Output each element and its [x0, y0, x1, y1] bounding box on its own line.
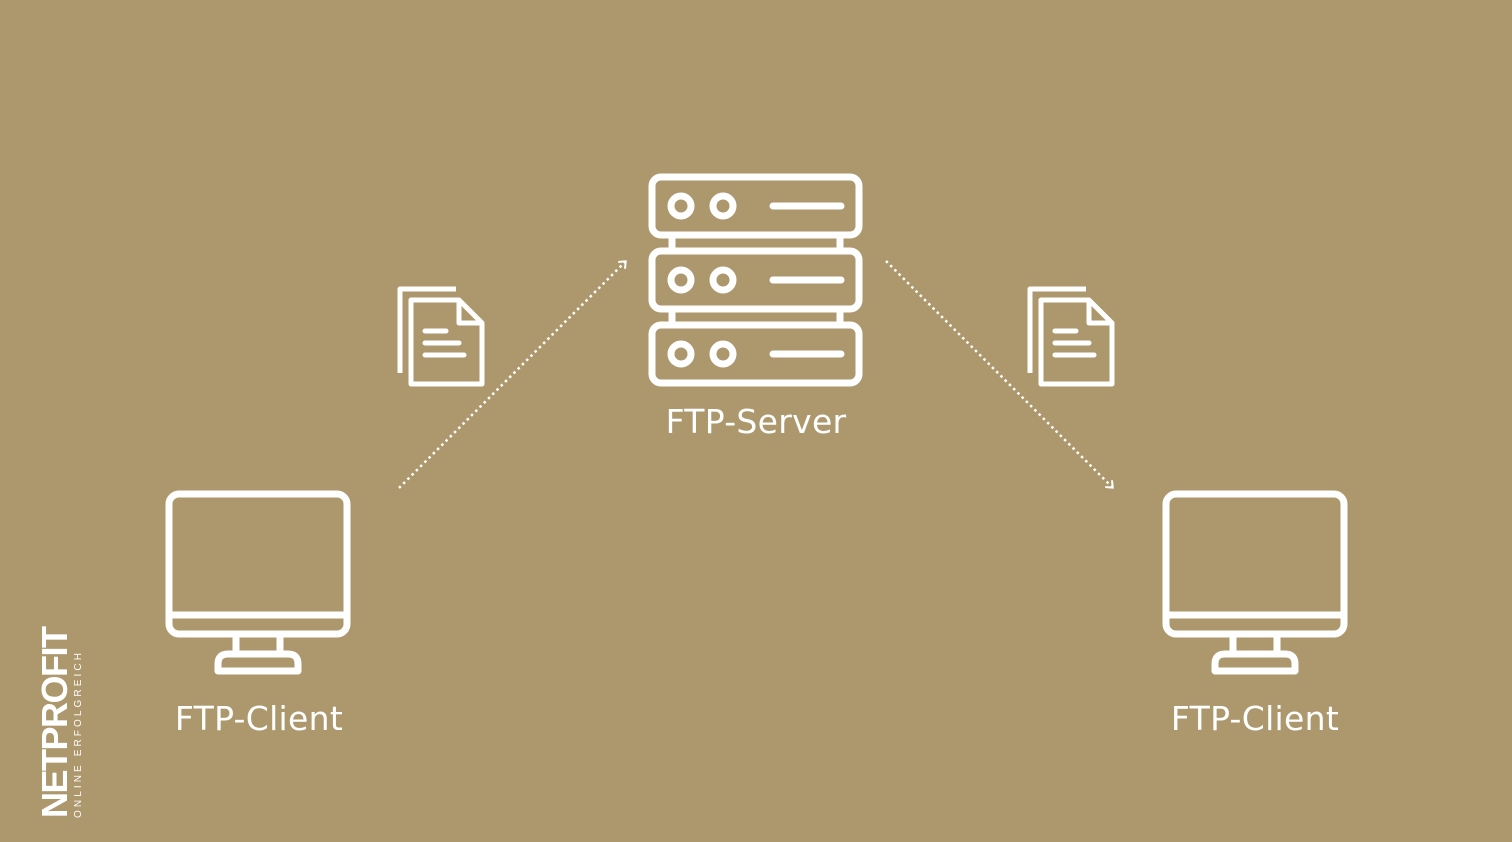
documents-icon — [397, 286, 485, 387]
client-left-label: FTP-Client — [174, 699, 344, 738]
client-right-label: FTP-Client — [1170, 699, 1340, 738]
documents-icon — [1027, 286, 1115, 387]
brand-logo: NETPROFIT — [34, 627, 75, 819]
server-label: FTP-Server — [665, 402, 847, 441]
upload-arrow — [398, 262, 625, 489]
download-arrow — [885, 260, 1112, 487]
brand-tagline: ONLINE ERFOLGREICH — [73, 649, 84, 818]
monitor-icon — [1162, 490, 1348, 675]
server-icon — [648, 173, 863, 387]
monitor-icon — [165, 490, 351, 675]
